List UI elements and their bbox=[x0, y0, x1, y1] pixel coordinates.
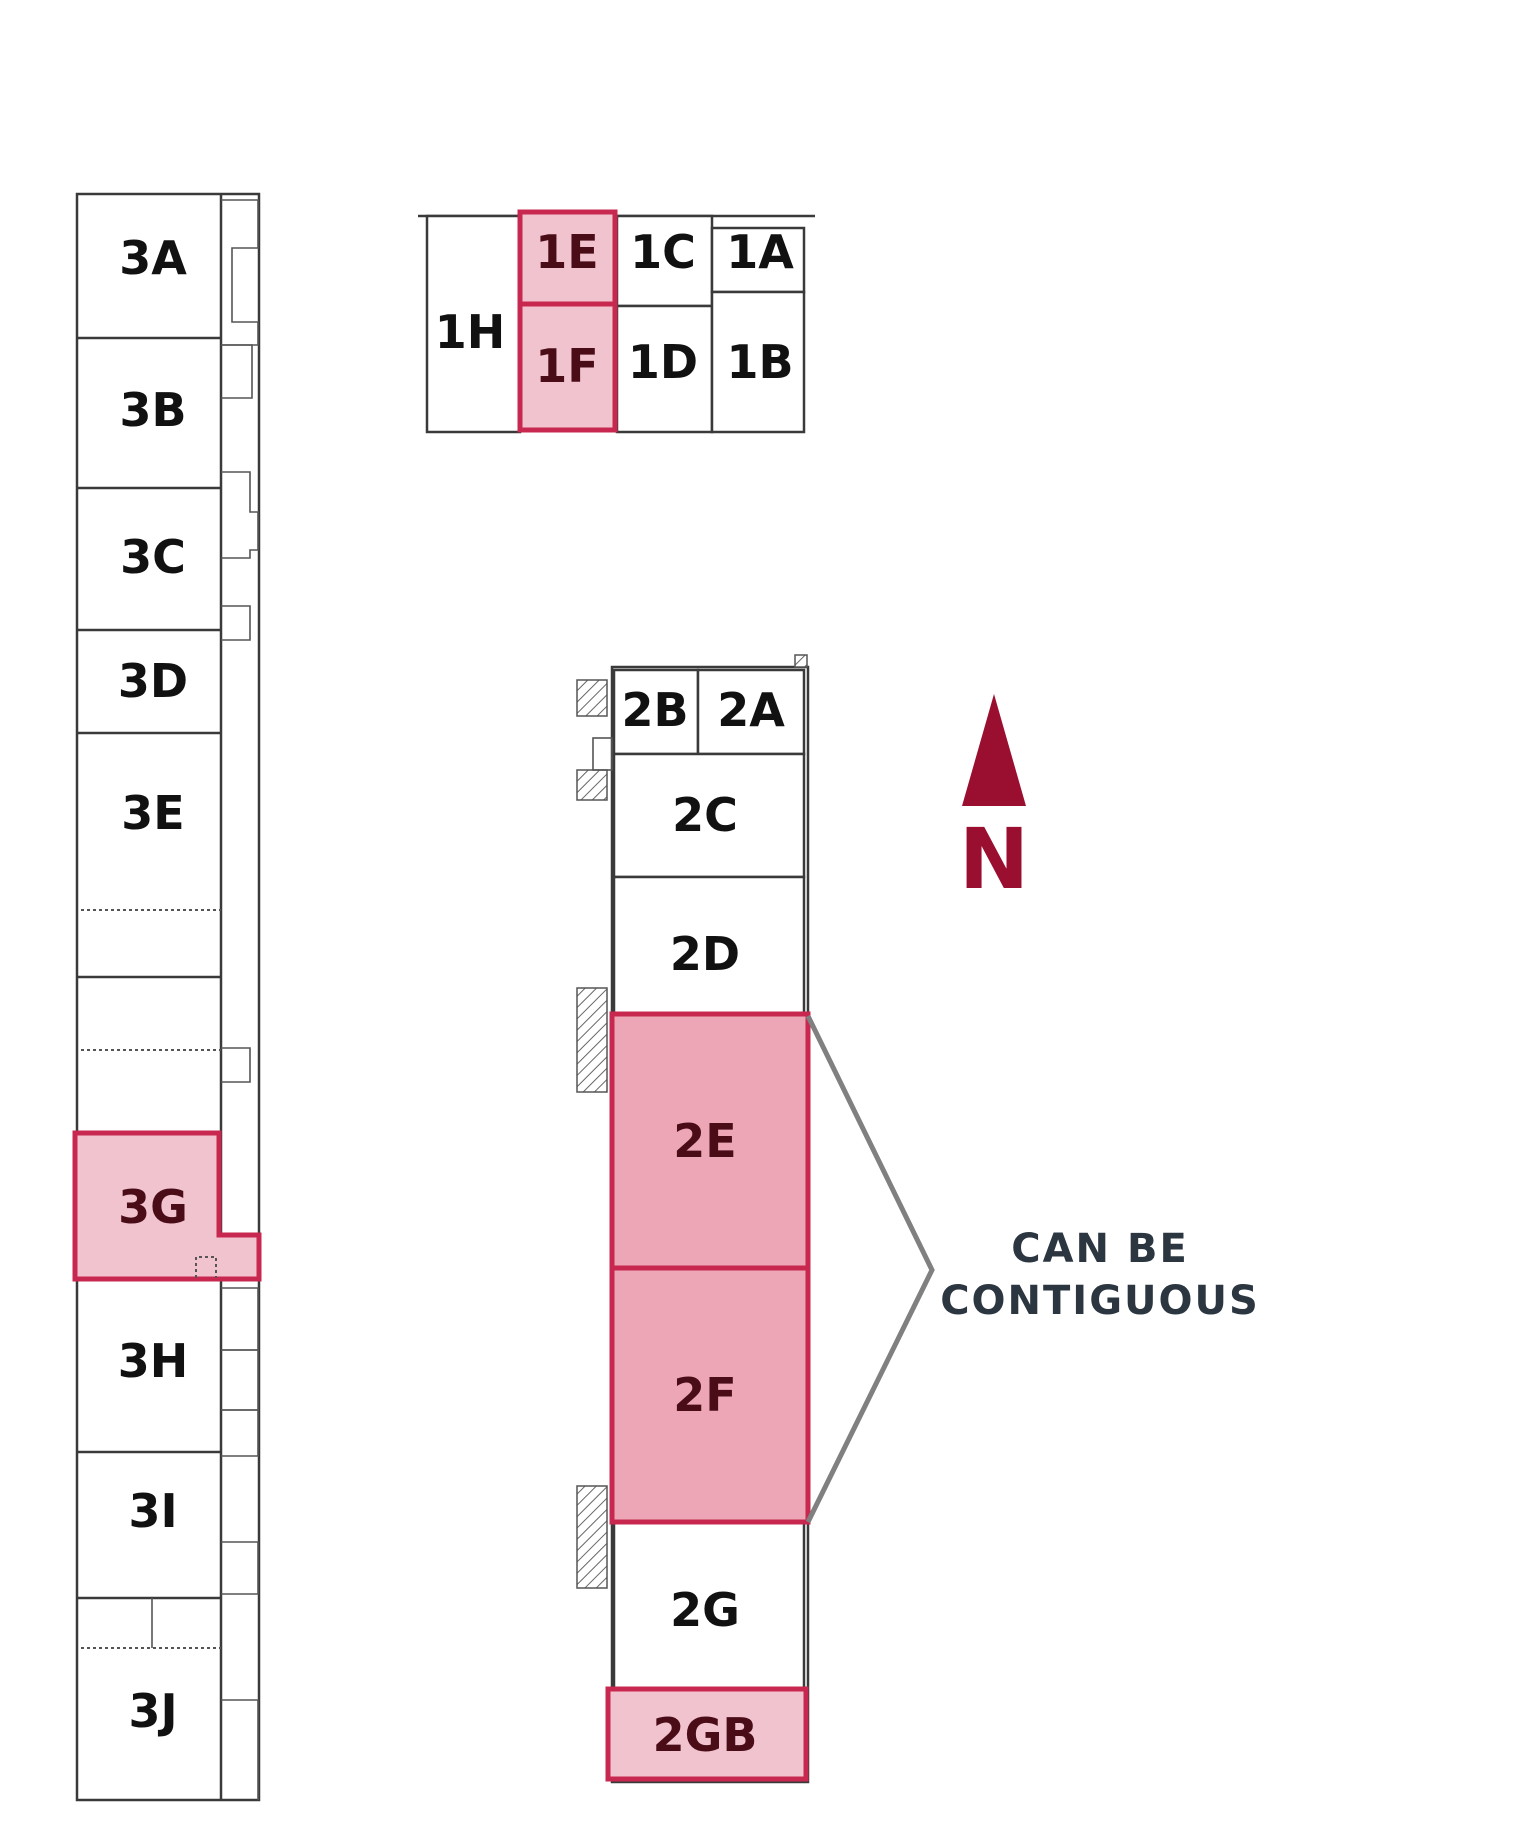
unit-3J-label: 3J bbox=[128, 1684, 177, 1738]
unit-3E-label: 3E bbox=[121, 786, 184, 840]
unit-2D-label: 2D bbox=[670, 927, 740, 981]
north-letter: N bbox=[959, 810, 1029, 908]
unit-1B-label: 1B bbox=[726, 335, 793, 389]
unit-3I-label: 3I bbox=[128, 1484, 177, 1538]
unit-1H[interactable] bbox=[425, 214, 522, 434]
unit-2A[interactable] bbox=[696, 668, 806, 756]
unit-1D[interactable] bbox=[615, 304, 714, 434]
unit-3C-label: 3C bbox=[120, 530, 186, 584]
unit-2F-highlight[interactable] bbox=[609, 1265, 811, 1525]
unit-3B-label: 3B bbox=[119, 383, 186, 437]
building-2: 2B 2A 2C 2D 2E 2F 2G 2GB bbox=[576, 654, 811, 1784]
unit-1A[interactable] bbox=[710, 226, 806, 294]
unit-2E-label: 2E bbox=[673, 1114, 736, 1168]
unit-2GB-label: 2GB bbox=[653, 1708, 758, 1762]
unit-2B-label: 2B bbox=[621, 683, 688, 737]
building-1: 1H 1E 1F 1C 1D 1A 1B bbox=[418, 209, 815, 434]
callout-line-2: CONTIGUOUS bbox=[940, 1278, 1260, 1324]
unit-1C-label: 1C bbox=[630, 225, 696, 279]
hatched-wall bbox=[576, 679, 608, 717]
contiguous-bracket bbox=[805, 1014, 935, 1524]
unit-1D-label: 1D bbox=[628, 335, 698, 389]
unit-2GB-highlight[interactable] bbox=[605, 1686, 809, 1782]
unit-2C-label: 2C bbox=[672, 788, 738, 842]
unit-2F-label: 2F bbox=[673, 1368, 736, 1422]
unit-3H-label: 3H bbox=[118, 1334, 189, 1388]
unit-1F-label: 1F bbox=[535, 339, 598, 393]
unit-2G-label: 2G bbox=[670, 1583, 740, 1637]
unit-2B[interactable] bbox=[612, 668, 700, 756]
unit-1F-highlight[interactable] bbox=[517, 301, 618, 433]
building-3: 3A 3B 3C 3D 3E 3G 3H 3I 3J bbox=[72, 192, 262, 1802]
unit-1H-label: 1H bbox=[435, 305, 506, 359]
unit-1B[interactable] bbox=[710, 290, 806, 434]
callout-line-1: CAN BE bbox=[1011, 1226, 1189, 1272]
unit-3G-label: 3G bbox=[118, 1180, 188, 1234]
unit-3G-highlight[interactable] bbox=[72, 1130, 262, 1282]
building-3-outline bbox=[75, 192, 261, 1802]
unit-1E-label: 1E bbox=[535, 225, 598, 279]
unit-1A-label: 1A bbox=[726, 225, 794, 279]
unit-2C[interactable] bbox=[612, 752, 806, 879]
unit-3A-label: 3A bbox=[119, 231, 187, 285]
north-arrow-icon: N bbox=[959, 694, 1029, 908]
unit-2D[interactable] bbox=[612, 875, 806, 1016]
unit-2A-label: 2A bbox=[717, 683, 785, 737]
unit-3D-label: 3D bbox=[118, 654, 188, 708]
